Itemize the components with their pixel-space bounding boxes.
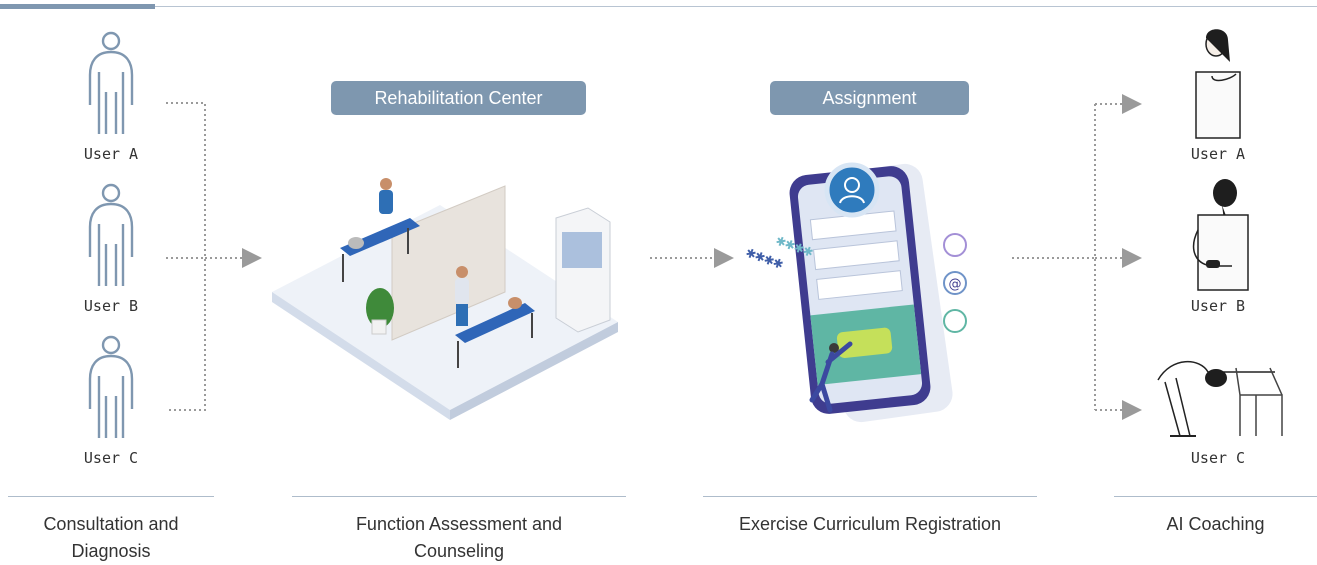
- person-outline-icon: [88, 335, 134, 438]
- assignment-badge: Assignment: [770, 81, 969, 115]
- back-stretch-person-icon: [1193, 179, 1249, 291]
- svg-text:@: @: [949, 277, 962, 292]
- left-user-label: User C: [83, 449, 139, 467]
- person-outline-icon: [88, 31, 134, 134]
- left-user-label: User B: [83, 297, 139, 315]
- top-accent-bar: [0, 4, 155, 9]
- left-user-label: User A: [83, 145, 139, 163]
- connector-left-top: [166, 102, 206, 411]
- stage-divider: [703, 496, 1037, 497]
- shoulder-stretch-person-icon: [1195, 29, 1241, 139]
- stage-label-consultation: Consultation and Diagnosis: [43, 514, 179, 561]
- stage-divider: [8, 496, 214, 497]
- stage-label-curriculum: Exercise Curriculum Registration: [738, 514, 1002, 534]
- right-user-label: User C: [1190, 449, 1246, 467]
- right-user-label: User B: [1190, 297, 1246, 315]
- stage-label-assessment: Function Assessment and Counseling: [355, 514, 563, 561]
- rehabilitation-center-badge: Rehabilitation Center: [331, 81, 586, 115]
- stage-divider: [1114, 496, 1317, 497]
- stage-divider: [292, 496, 626, 497]
- top-divider: [0, 6, 1317, 7]
- stage-label-ai-coaching: AI Coaching: [1166, 514, 1265, 534]
- chair-stretch-person-icon: [1157, 360, 1283, 437]
- right-user-label: User A: [1190, 145, 1246, 163]
- person-outline-icon: [88, 183, 134, 286]
